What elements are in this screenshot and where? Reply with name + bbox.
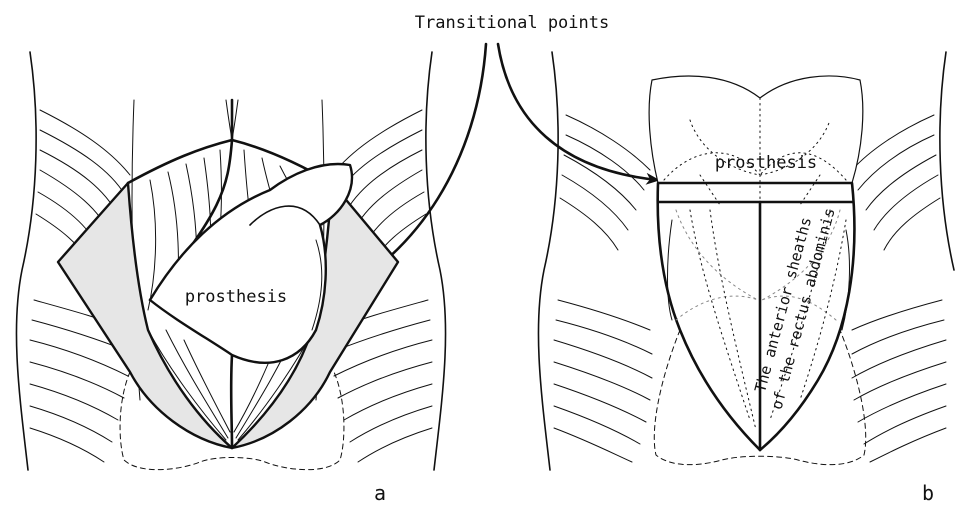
prosthesis-label-b: prosthesis <box>715 153 817 173</box>
panel-b-drawing: prosthesis The anterior sheaths of the r… <box>538 52 954 505</box>
panel-b-label: b <box>922 481 934 505</box>
panel-a-label: a <box>374 481 386 505</box>
arrow-to-panel-b <box>498 44 658 180</box>
panel-a-drawing: prosthesis a <box>16 52 445 505</box>
transitional-points-label: Transitional points <box>415 13 609 33</box>
prosthesis-label-a: prosthesis <box>185 287 287 307</box>
